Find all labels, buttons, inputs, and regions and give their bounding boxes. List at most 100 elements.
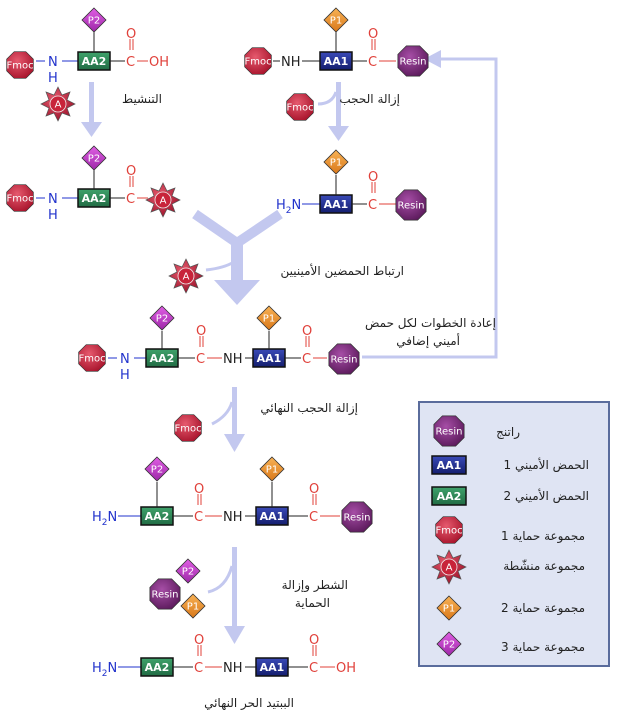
step-couple: ارتباط الحمضين الأمينيين	[280, 263, 404, 279]
svg-text:A: A	[55, 100, 62, 111]
svg-text:AA2: AA2	[82, 55, 107, 68]
fmoc-badge: Fmoc	[6, 51, 34, 79]
svg-text:P2: P2	[156, 314, 168, 325]
svg-text:مجموعة حماية 3: مجموعة حماية 3	[501, 640, 585, 655]
svg-text:Resin: Resin	[436, 427, 463, 438]
p2-badge: P2	[144, 456, 170, 482]
svg-text:O: O	[196, 324, 206, 339]
cleaved-groups: P2 Resin P1	[149, 558, 206, 619]
svg-text:C: C	[309, 661, 318, 676]
svg-text:AA2: AA2	[150, 352, 175, 365]
step-repeat-line1: إعادة الخطوات لكل حمض	[365, 316, 496, 331]
svg-text:O: O	[126, 164, 136, 179]
legend: Resin راتنج AA1 الحمض الأميني 1 AA2 الحم…	[418, 401, 610, 667]
step-final-deprotect: إزالة الحجب النهائي	[260, 401, 358, 416]
p1-badge: P1	[323, 149, 349, 175]
legend-item-aa1: AA1 الحمض الأميني 1	[431, 455, 589, 475]
svg-text:H2N: H2N	[92, 661, 117, 679]
svg-text:Fmoc: Fmoc	[435, 526, 462, 537]
fmoc-badge: Fmoc	[6, 184, 34, 212]
svg-text:P1: P1	[266, 465, 278, 476]
legend-item-aa2: AA2 الحمض الأميني 2	[431, 486, 590, 506]
svg-text:C: C	[194, 661, 203, 676]
aa2-box: AA2	[140, 657, 174, 677]
deprotected-aa1-molecule: H2N AA1 P1 C O Resin	[276, 149, 427, 221]
p2-badge: P2	[81, 145, 107, 171]
svg-text:P2: P2	[88, 16, 100, 27]
svg-text:O: O	[309, 633, 319, 648]
svg-text:H2N: H2N	[276, 198, 301, 216]
svg-text:AA1: AA1	[260, 510, 285, 523]
resin-badge: Resin	[341, 501, 373, 533]
svg-text:O: O	[194, 482, 204, 497]
svg-text:P2: P2	[88, 154, 100, 165]
svg-text:C: C	[126, 192, 135, 207]
resin-badge: Resin	[395, 189, 427, 221]
svg-text:O: O	[368, 170, 378, 185]
p1-badge: P1	[256, 305, 282, 331]
svg-text:A: A	[160, 196, 167, 207]
svg-text:O: O	[302, 324, 312, 339]
step-repeat-line2: أميني إضافي	[396, 333, 460, 348]
svg-text:مجموعة حماية 1: مجموعة حماية 1	[501, 529, 585, 544]
aa2-box: AA2	[77, 51, 111, 71]
svg-text:P2: P2	[151, 465, 163, 476]
activator-leaving: A	[168, 258, 204, 294]
p2-badge: P2	[81, 7, 107, 33]
svg-text:Fmoc: Fmoc	[6, 194, 33, 205]
svg-text:الحمض الأميني 2: الحمض الأميني 2	[504, 488, 590, 504]
activator-badge-1: A	[40, 86, 76, 122]
svg-text:NH: NH	[281, 55, 301, 70]
svg-text:AA1: AA1	[257, 352, 282, 365]
svg-text:Resin: Resin	[344, 513, 371, 524]
svg-text:P2: P2	[443, 640, 455, 651]
svg-text:NH: NH	[223, 510, 243, 525]
fmoc-leaving-1: Fmoc	[286, 93, 314, 121]
dipeptide-protected-molecule: Fmoc N H AA2 P2 C O NH AA1 P1	[78, 305, 360, 383]
aa1-box: AA1	[252, 348, 286, 368]
svg-text:Fmoc: Fmoc	[286, 103, 313, 114]
final-peptide-molecule: H2N AA2 C O NH AA1 C O OH	[92, 633, 356, 679]
flow-arrows	[81, 50, 498, 644]
svg-text:AA2: AA2	[145, 661, 170, 674]
svg-text:Resin: Resin	[398, 201, 425, 212]
svg-text:NH: NH	[223, 352, 243, 367]
svg-text:O: O	[194, 633, 204, 648]
svg-text:C: C	[368, 198, 377, 213]
svg-text:مجموعة منشّطة: مجموعة منشّطة	[503, 559, 585, 574]
p1-badge: P1	[323, 7, 349, 33]
legend-item-p2: P2 مجموعة حماية 3	[436, 631, 585, 657]
legend-item-resin: Resin راتنج	[433, 415, 520, 447]
svg-text:مجموعة حماية 2: مجموعة حماية 2	[501, 601, 585, 616]
svg-text:N: N	[48, 55, 58, 70]
svg-text:AA1: AA1	[437, 459, 462, 472]
svg-text:N: N	[48, 192, 58, 207]
p2-badge: P2	[175, 558, 201, 584]
svg-text:O: O	[309, 482, 319, 497]
svg-text:C: C	[368, 55, 377, 70]
aa2-box: AA2	[77, 188, 111, 208]
fmoc-leaving-2: Fmoc	[174, 414, 202, 442]
svg-text:AA1: AA1	[260, 661, 285, 674]
svg-text:H: H	[48, 71, 58, 86]
aa1-box: AA1	[319, 51, 353, 71]
svg-text:AA1: AA1	[324, 198, 349, 211]
aa1-box: AA1	[319, 194, 353, 214]
svg-text:A: A	[183, 272, 190, 283]
svg-text:C: C	[126, 55, 135, 70]
step-activate: التنشيط	[122, 92, 162, 106]
aa1-box: AA1	[255, 657, 289, 677]
legend-item-activator: A مجموعة منشّطة	[431, 549, 585, 585]
resin-badge: Resin	[397, 45, 429, 77]
resin-badge: Resin	[328, 343, 360, 375]
step-final-peptide: الببتيد الحر النهائي	[204, 696, 294, 711]
aa1-box: AA1	[255, 506, 289, 526]
svg-text:AA1: AA1	[324, 55, 349, 68]
aa2-box: AA2	[140, 506, 174, 526]
svg-text:C: C	[196, 352, 205, 367]
svg-text:P1: P1	[330, 158, 342, 169]
step-cleave-line2: الحماية	[295, 596, 330, 610]
svg-text:C: C	[302, 352, 311, 367]
svg-text:AA2: AA2	[437, 490, 462, 503]
p1-badge: P1	[259, 456, 285, 482]
